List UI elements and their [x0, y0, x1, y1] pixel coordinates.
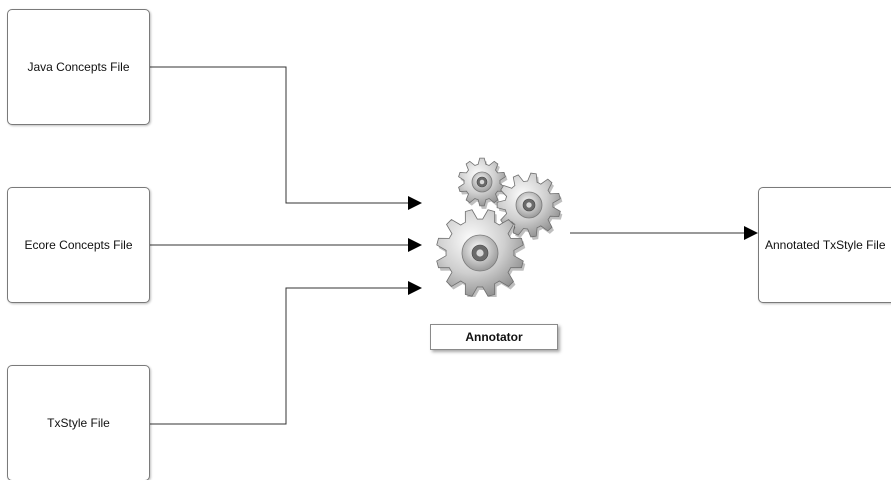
ecore-concepts-file-label: Ecore Concepts File [24, 238, 133, 252]
ecore-concepts-file-node[interactable]: Ecore Concepts File [7, 187, 150, 303]
txstyle-file-node[interactable]: TxStyle File [7, 365, 150, 480]
annotated-txstyle-file-node[interactable]: Annotated TxStyle File [758, 187, 891, 303]
java-concepts-file-label: Java Concepts File [27, 60, 130, 74]
arrowhead-java [408, 196, 422, 210]
arrowhead-ecore [408, 238, 422, 252]
arrowhead-output [744, 226, 758, 240]
annotator-label: Annotator [430, 324, 558, 350]
annotated-txstyle-file-label: Annotated TxStyle File [765, 238, 886, 252]
txstyle-file-label: TxStyle File [47, 416, 110, 430]
arrowhead-txstyle [408, 281, 422, 295]
connector-java [150, 66, 408, 204]
small-gear-icon [458, 157, 508, 209]
connector-txstyle [150, 287, 408, 425]
medium-gear-icon [496, 172, 563, 240]
annotator-label-text: Annotator [465, 330, 523, 344]
large-gear-icon [436, 209, 526, 297]
gears-icon [436, 157, 563, 297]
java-concepts-file-node[interactable]: Java Concepts File [7, 9, 150, 125]
